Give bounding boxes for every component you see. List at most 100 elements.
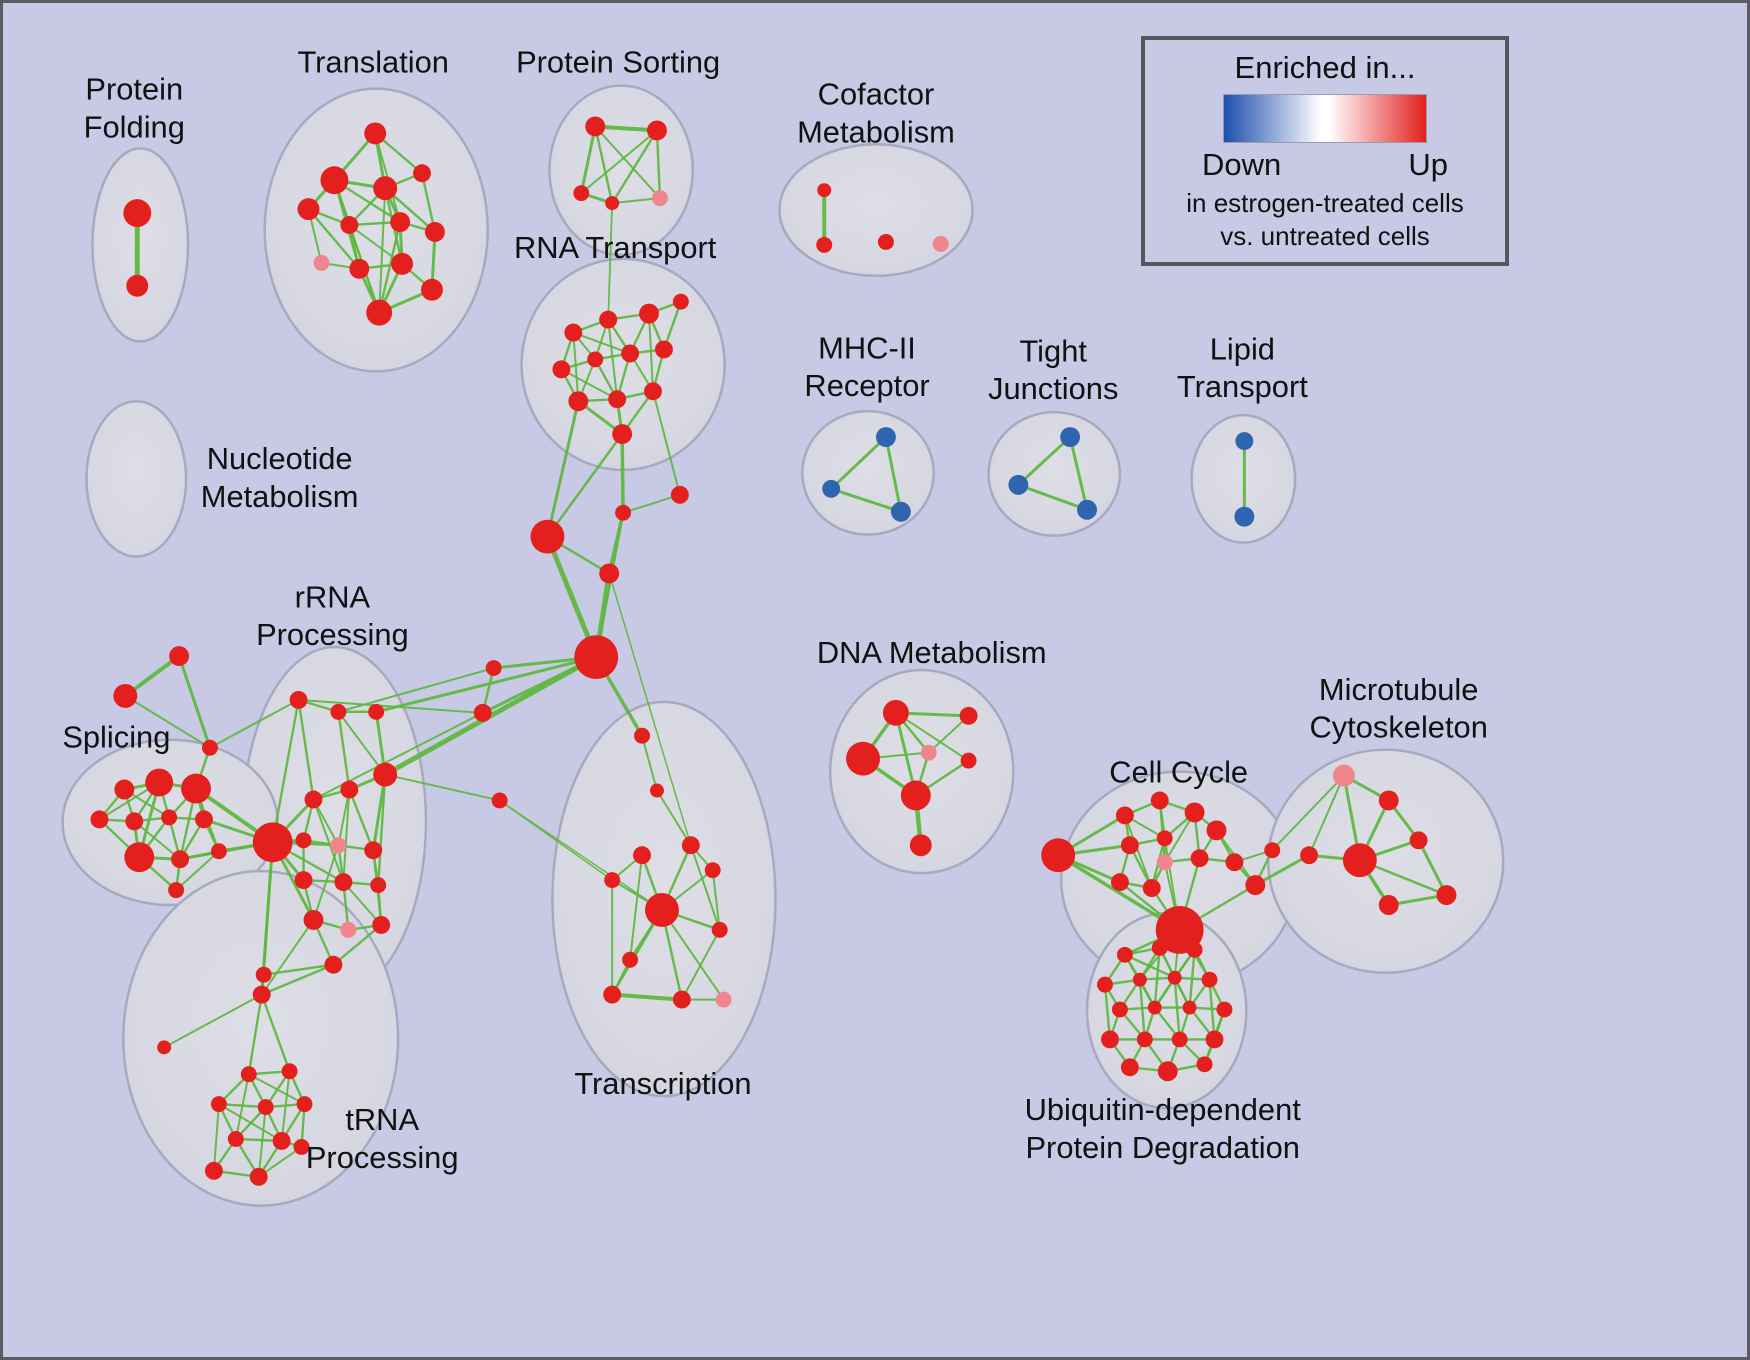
node-cm1	[817, 183, 832, 198]
cluster-label-cell-cycle: Cell Cycle	[1109, 755, 1248, 790]
edge-rr16-rr17	[332, 923, 383, 966]
edge-dm2-dm4	[927, 714, 970, 754]
edge-tx10-tx11	[610, 992, 684, 1002]
edge-ub5-ub13	[1138, 978, 1146, 1041]
node-tj2	[1008, 474, 1029, 495]
node-ub16	[1120, 1058, 1139, 1077]
edge-tx1-tx2	[641, 734, 658, 792]
node-ps4	[605, 196, 620, 211]
edge-tr1-rr14	[260, 918, 315, 996]
node-h9	[491, 792, 508, 809]
node-ub11	[1216, 1001, 1233, 1018]
node-tr8	[227, 1131, 244, 1147]
edge-rt9-h1	[545, 399, 580, 539]
legend-caption-line2: vs. untreated cells	[1220, 221, 1430, 252]
node-h5	[574, 635, 619, 680]
node-h2	[615, 504, 632, 521]
node-rr7	[373, 762, 398, 787]
node-dm1	[882, 699, 909, 726]
edge-ps4-ps5	[611, 197, 661, 205]
cluster-ellipse-tight-junctions	[987, 410, 1122, 537]
node-pf1	[123, 199, 152, 228]
edge-st3-rr1	[208, 698, 300, 749]
node-ub5	[1132, 972, 1147, 987]
node-mc4	[1342, 843, 1377, 878]
edge-cc15-mc1	[1271, 774, 1345, 852]
node-rt5	[552, 360, 571, 379]
node-tx3	[681, 836, 700, 855]
node-tx8	[711, 921, 728, 938]
node-rr9	[330, 837, 347, 854]
node-rt4	[672, 293, 689, 310]
edge-mh2-mh3	[829, 487, 903, 514]
node-cc1	[1041, 838, 1076, 873]
node-ub7	[1201, 971, 1218, 988]
edge-rt12-h1	[546, 432, 624, 538]
edge-tj1-tj3	[1068, 435, 1089, 512]
edge-h9-tx6	[498, 799, 663, 911]
node-t2	[320, 166, 349, 195]
node-ub15	[1205, 1030, 1224, 1049]
edge-rt2-rt10	[607, 318, 619, 401]
node-t4	[373, 176, 398, 201]
node-tx5	[604, 872, 621, 889]
node-cc6	[1120, 836, 1139, 855]
node-tr10	[204, 1161, 223, 1180]
node-rr8	[295, 832, 312, 849]
edge-tx2-tx3	[655, 789, 692, 847]
edge-ub6-ub14	[1173, 976, 1181, 1041]
cluster-ellipse-mhc-ii-receptor	[801, 409, 935, 536]
node-tx11	[672, 990, 691, 1009]
node-dm5	[960, 752, 977, 769]
node-st3	[201, 739, 218, 756]
edge-rt3-rt11	[648, 312, 654, 393]
node-mh2	[822, 479, 841, 498]
node-mc5	[1409, 831, 1428, 850]
node-tr4	[281, 1063, 298, 1080]
node-ub17	[1157, 1061, 1178, 1082]
node-ub6	[1167, 970, 1182, 985]
edge-tx8-tx11	[680, 928, 721, 1001]
node-tr5	[210, 1096, 227, 1113]
node-ub13	[1136, 1031, 1153, 1048]
node-h7	[473, 703, 492, 722]
node-h4	[599, 563, 620, 584]
node-mc3	[1300, 846, 1319, 865]
node-lt2	[1234, 506, 1255, 527]
node-ps5	[651, 190, 668, 207]
edge-rt1-rt7	[572, 331, 632, 355]
edge-mc5-mc6	[1417, 838, 1448, 897]
node-sp7	[195, 810, 213, 829]
edge-rr7-rr13	[377, 773, 387, 887]
node-cc9	[1190, 849, 1209, 868]
edge-cc13-mc3	[1253, 853, 1311, 887]
edge-rr4-rr1	[271, 698, 300, 844]
node-mh1	[875, 427, 896, 448]
edge-rt11-h3	[651, 390, 681, 496]
node-tx1	[634, 727, 650, 744]
node-t9	[313, 254, 330, 271]
node-mc6	[1436, 885, 1457, 906]
cluster-label-protein-sorting: Protein Sorting	[516, 45, 720, 80]
node-t3	[297, 198, 320, 221]
node-sp3	[181, 773, 211, 804]
cluster-label-splicing: Splicing	[62, 720, 170, 755]
edge-rr7-h9	[384, 773, 501, 802]
edge-ps1-ps3	[579, 124, 597, 195]
edge-tx7-tx8	[711, 869, 721, 931]
node-sp6	[161, 809, 178, 826]
edge-h4-tx3	[608, 572, 692, 847]
cluster-label-rna-transport: RNA Transport	[514, 230, 717, 265]
edge-ps1-ps4	[594, 125, 614, 205]
node-cc15	[1264, 842, 1281, 859]
node-t12	[366, 299, 393, 326]
edge-tr2-tr1	[163, 993, 263, 1049]
node-tx12	[715, 991, 732, 1008]
node-cc10	[1225, 853, 1244, 872]
node-sp1	[114, 779, 135, 800]
node-dm7	[909, 834, 932, 857]
